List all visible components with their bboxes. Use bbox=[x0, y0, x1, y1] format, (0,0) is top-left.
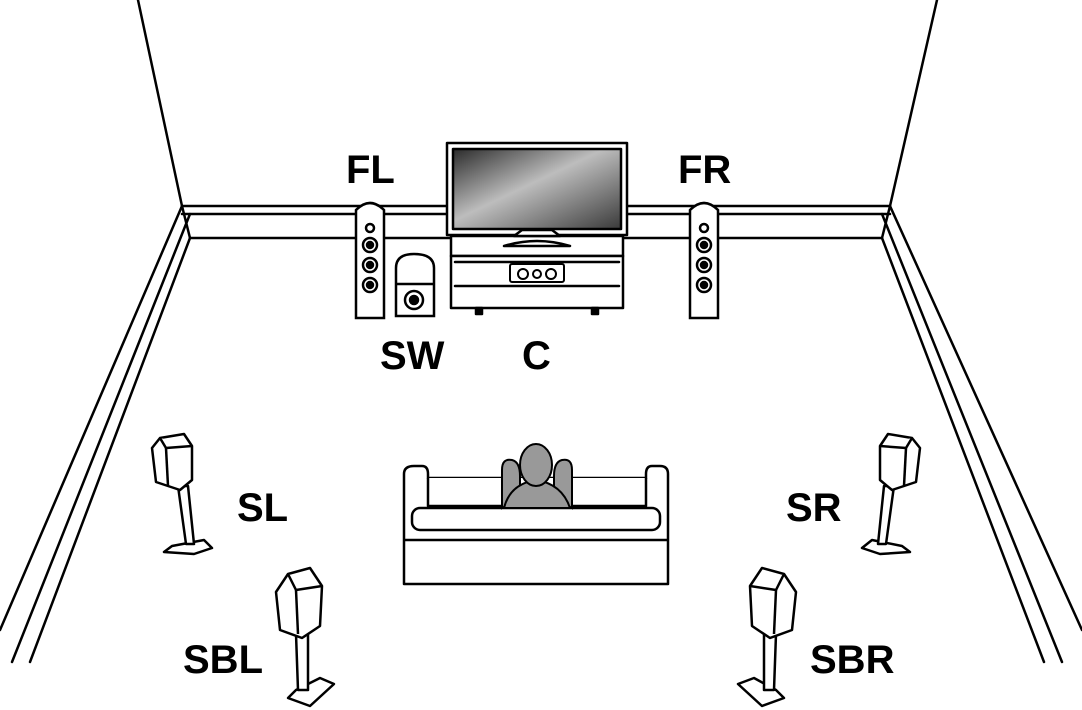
front-right-speaker bbox=[688, 201, 720, 320]
surround-back-right-speaker bbox=[736, 566, 798, 708]
label-sbl: SBL bbox=[183, 638, 263, 682]
label-fr: FR bbox=[678, 148, 732, 192]
label-fl: FL bbox=[346, 148, 395, 192]
front-left-speaker bbox=[354, 201, 386, 320]
surround-right-speaker bbox=[860, 432, 922, 556]
center-speaker bbox=[509, 263, 565, 283]
label-sbr: SBR bbox=[810, 638, 895, 682]
label-sr: SR bbox=[786, 486, 842, 530]
subwoofer bbox=[394, 252, 436, 318]
listener bbox=[501, 443, 573, 510]
label-sl: SL bbox=[237, 486, 289, 530]
label-c: C bbox=[522, 334, 551, 378]
surround-left-speaker bbox=[150, 432, 214, 556]
tv bbox=[445, 141, 629, 248]
label-sw: SW bbox=[380, 334, 445, 378]
surround-back-left-speaker bbox=[274, 566, 336, 708]
sofa bbox=[402, 464, 670, 586]
